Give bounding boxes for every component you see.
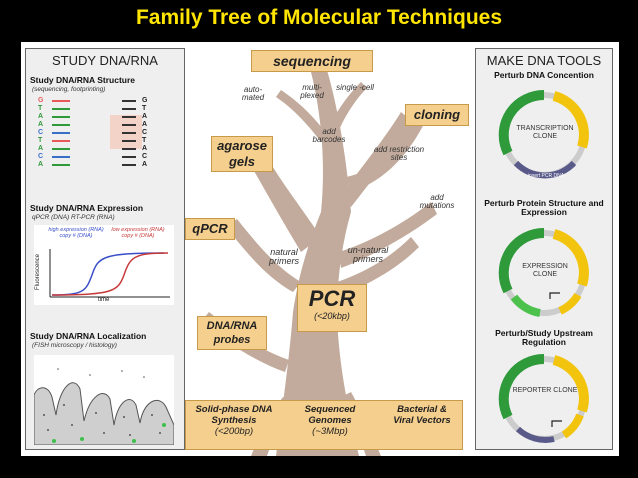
sequence-letter: A (38, 161, 44, 168)
add-barcodes-label: add barcodes (312, 127, 346, 145)
localization-note: (FISH microscopy / histology) (32, 342, 117, 349)
y-axis-label: Fluorescence (35, 253, 42, 291)
sequence-letter: A (38, 145, 44, 152)
right-bands (122, 100, 136, 172)
structure-title: Study DNA/RNA Structure (30, 75, 135, 85)
sequence-letter: C (38, 129, 44, 136)
sequence-letter: C (38, 153, 44, 160)
low-expression-label: low expression (RNA) copy # (DNA) (111, 227, 165, 240)
expression-title: Study DNA/RNA Expression (30, 203, 144, 213)
expression-plasmid (498, 227, 589, 317)
solid-phase-col: Solid-phase DNA Synthesis (<200bp) (192, 404, 276, 437)
add-mutations-label: add mutations (419, 193, 455, 211)
expression-note: qPCR (DNA) RT-PCR (RNA) (32, 214, 115, 221)
transcription-plasmid (498, 89, 589, 179)
sequencing-box: sequencing (251, 50, 373, 72)
perturb-upstream-title: Perturb/Study Upstream Regulation (495, 328, 593, 348)
single-cell-label: single -cell (336, 83, 374, 92)
probes-box: DNA/RNA probes (197, 316, 267, 350)
sequence-letter: A (38, 121, 44, 128)
sequence-letter: C (142, 129, 148, 136)
add-restriction-label: add restriction sites (373, 145, 425, 163)
transcription-clone-label: TRANSCRIPTION CLONE (516, 125, 574, 141)
tools-panel-heading: MAKE DNA TOOLS (486, 53, 602, 68)
sequence-letter: A (142, 113, 148, 120)
natural-primers-label: natural primers (268, 247, 299, 267)
localization-title: Study DNA/RNA Localization (30, 331, 147, 341)
sequence-letter: G (142, 97, 148, 104)
sequence-letter: T (38, 105, 43, 112)
perturb-concentration-title: Perturb DNA Concention (494, 70, 594, 80)
study-panel-heading: STUDY DNA/RNA (52, 53, 158, 68)
study-dna-rna-panel: STUDY DNA/RNA Study DNA/RNA Structure (s… (25, 48, 185, 450)
pcr-box: PCR (<20kbp) (297, 284, 367, 332)
x-axis-label: time (98, 297, 110, 303)
sequence-letter: T (142, 137, 147, 144)
tissue-image (34, 355, 174, 445)
make-dna-tools-panel: MAKE DNA TOOLS Perturb DNA Concention TR… (475, 48, 613, 450)
solid-phase-label: Solid-phase DNA Synthesis (195, 404, 273, 426)
sequence-letter: A (38, 113, 44, 120)
diagram-canvas: STUDY DNA/RNA Study DNA/RNA Structure (s… (21, 42, 619, 456)
pcr-label: PCR (308, 286, 356, 311)
page-title: Family Tree of Molecular Techniques (135, 6, 503, 29)
sequence-letter: C (142, 153, 148, 160)
villi-illustration (34, 368, 174, 445)
left-bands (52, 100, 70, 172)
qpcr-box: qPCR (185, 218, 235, 240)
sequence-letter: G (38, 97, 44, 104)
amplification-curves (49, 249, 170, 298)
genomes-col: Sequenced Genomes (~3Mbp) (290, 404, 370, 437)
structure-note: (sequencing, footprinting) (32, 86, 106, 93)
sequence-letter: A (142, 161, 148, 168)
expression-clone-label: EXPRESSION CLONE (522, 263, 568, 279)
pcr-size-label: (<20kbp) (314, 311, 350, 321)
high-expression-label: high expression (RNA) copy # (DNA) (48, 227, 104, 240)
reporter-plasmid (498, 353, 589, 443)
sequence-letter: A (142, 145, 148, 152)
automated-label: auto-mated (241, 85, 265, 103)
unnatural-primers-label: un-natural primers (347, 245, 389, 265)
expression-plot: high expression (RNA) copy # (DNA) low e… (34, 225, 174, 305)
genomes-size: (~3Mbp) (312, 426, 348, 437)
cloning-box: cloning (405, 104, 469, 126)
solid-phase-size: (<200bp) (214, 426, 254, 437)
sequence-letter: T (38, 137, 43, 144)
sources-box: Solid-phase DNA Synthesis (<200bp) Seque… (185, 400, 463, 450)
reporter-clone-label: REPORTER CLONE (512, 387, 578, 394)
insert-pcr-label: insert PCR DNA (527, 173, 565, 179)
multiplexed-label: multi-plexed (300, 83, 324, 101)
perturb-protein-title: Perturb Protein Structure and Expression (484, 198, 604, 218)
vectors-label: Bacterial & Viral Vectors (393, 404, 451, 426)
agarose-gels-box: agarose gels (211, 136, 273, 172)
sequence-letter: T (142, 105, 147, 112)
sequence-letter: A (142, 121, 148, 128)
genomes-label: Sequenced Genomes (304, 404, 356, 426)
